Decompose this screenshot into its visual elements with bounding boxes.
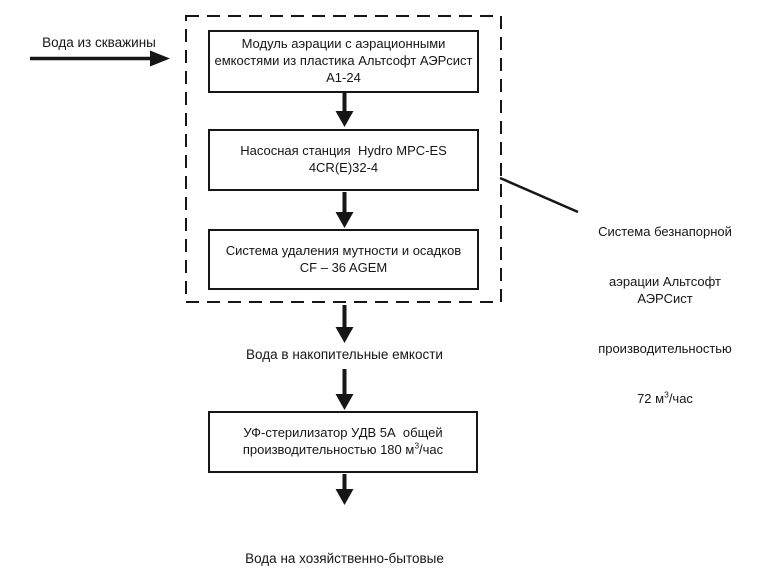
arrow-pump-to-turbidity <box>335 192 354 228</box>
pump-station-line2: 4CR(E)32-4 <box>308 160 379 175</box>
turbidity-removal-line2: CF – 36 AGEM <box>299 259 388 275</box>
storage-label: Вода в накопительные емкости <box>246 347 443 362</box>
side-note: Система безнапорной аэрации Альтсофт АЭР… <box>580 191 750 440</box>
side-note-rate: 72 м3/час <box>637 389 693 406</box>
pump-station-box: Насосная станция Hydro MPC-ES 4CR(E)32-4 <box>208 129 479 191</box>
side-note-line3: производительностью <box>598 340 732 356</box>
turbidity-removal-box: Система удаления мутности и осадков CF –… <box>208 229 479 290</box>
uv-sterilizer-line1: УФ-стерилизатор УДВ 5А общей <box>243 425 443 441</box>
side-note-leader-line <box>499 176 579 214</box>
dashed-group-border <box>185 15 502 303</box>
arrow-aeration-to-pump <box>335 93 354 127</box>
aeration-module-line2: емкостями из пластика Альтсофт АЭРсист <box>214 53 473 69</box>
aeration-module-line1: Модуль аэрации с аэрационными <box>241 36 446 52</box>
aeration-module-box: Модуль аэрации с аэрационными емкостями … <box>208 30 479 93</box>
arrow-uv-to-output <box>335 474 354 505</box>
side-note-line1: Система безнапорной <box>598 224 732 240</box>
turbidity-removal-line1: Система удаления мутности и осадков <box>225 242 462 258</box>
source-arrow <box>30 50 170 67</box>
output-label: Вода на хозяйственно-бытовые и питьевые … <box>194 514 495 576</box>
uv-sterilizer-box: УФ-стерилизатор УДВ 5А общей производите… <box>208 411 478 473</box>
arrow-group-to-storage <box>335 305 354 343</box>
uv-sterilizer-line2: производительностью 180 м3/час <box>242 440 444 457</box>
pump-station-line1: Насосная станция Hydro MPC-ES <box>240 143 447 159</box>
side-note-line2: аэрации Альтсофт АЭРСист <box>609 274 725 306</box>
source-label: Вода из скважины <box>42 35 156 50</box>
aeration-module-line3: А1-24 <box>326 69 361 85</box>
arrow-storage-to-uv <box>335 369 354 410</box>
output-label-line1: Вода на хозяйственно-бытовые <box>245 550 444 566</box>
